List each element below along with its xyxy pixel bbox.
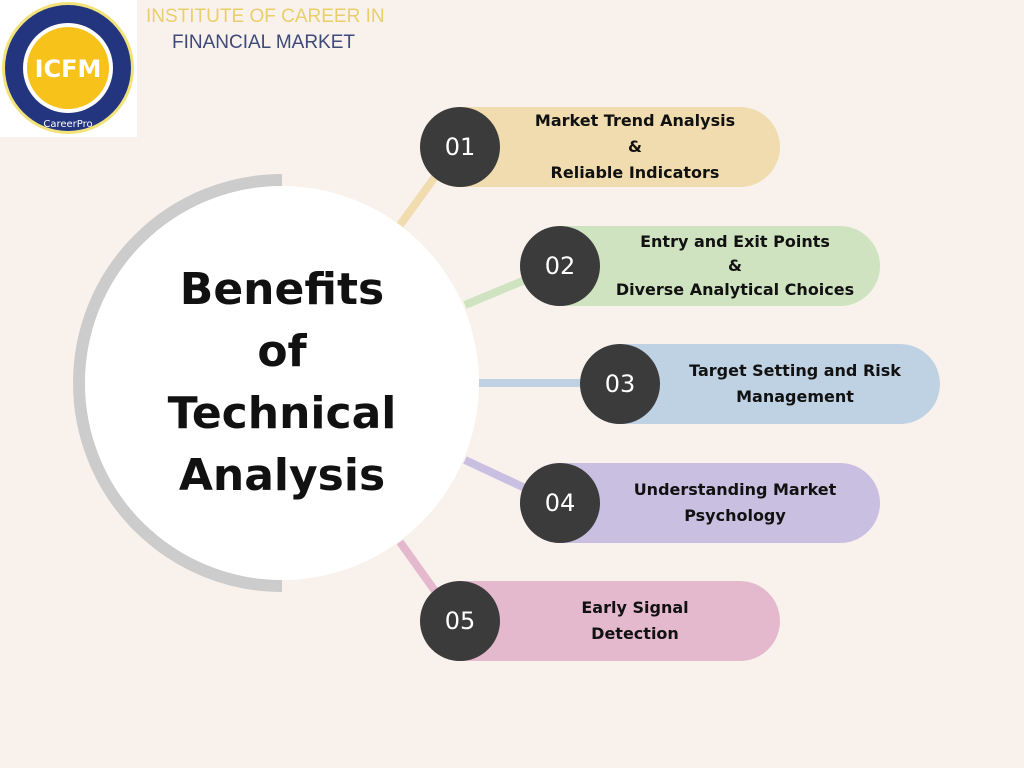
connector-05 (396, 539, 444, 601)
svg-text:ICFM: ICFM (35, 55, 102, 83)
center-circle: Benefits of Technical Analysis (85, 186, 479, 580)
header-line-2: FINANCIAL MARKET (172, 32, 355, 53)
item-text: Reliable Indicators (550, 163, 720, 182)
item-text: Market Trend Analysis (534, 111, 736, 130)
center-title-line: of (257, 326, 307, 377)
item-text: Understanding Market (633, 480, 837, 499)
benefit-item-02: 02 Entry and Exit Points & Diverse Analyti… (520, 226, 880, 306)
center-title-line: Benefits (179, 264, 385, 315)
item-number: 04 (520, 463, 600, 543)
item-number: 05 (420, 581, 500, 661)
svg-text:CareerPro: CareerPro (43, 119, 92, 130)
item-text: Target Setting and Risk (689, 361, 901, 380)
header-line-1: INSTITUTE OF CAREER IN (146, 6, 385, 27)
item-text: Psychology (684, 506, 786, 525)
icfm-logo: ICFM CareerPro (0, 0, 137, 137)
outer-arc (73, 174, 283, 592)
center-title-line: Analysis (178, 450, 386, 501)
connector-01 (396, 167, 444, 228)
item-text: Management (736, 387, 854, 406)
item-number: 03 (580, 344, 660, 424)
item-text: Diverse Analytical Choices (615, 280, 855, 299)
item-number: 02 (520, 226, 600, 306)
item-text: Early Signal (581, 598, 689, 617)
center-title-line: Technical (167, 388, 397, 439)
connector-02 (463, 276, 527, 309)
item-text: & (628, 137, 642, 156)
item-number: 01 (420, 107, 500, 187)
item-text: Entry and Exit Points (640, 232, 830, 251)
connector-04 (463, 456, 527, 492)
benefit-item-01: 01 Market Trend Analysis & Reliable Indica… (420, 107, 780, 187)
item-text: Detection (591, 624, 679, 643)
item-text: & (728, 256, 742, 275)
